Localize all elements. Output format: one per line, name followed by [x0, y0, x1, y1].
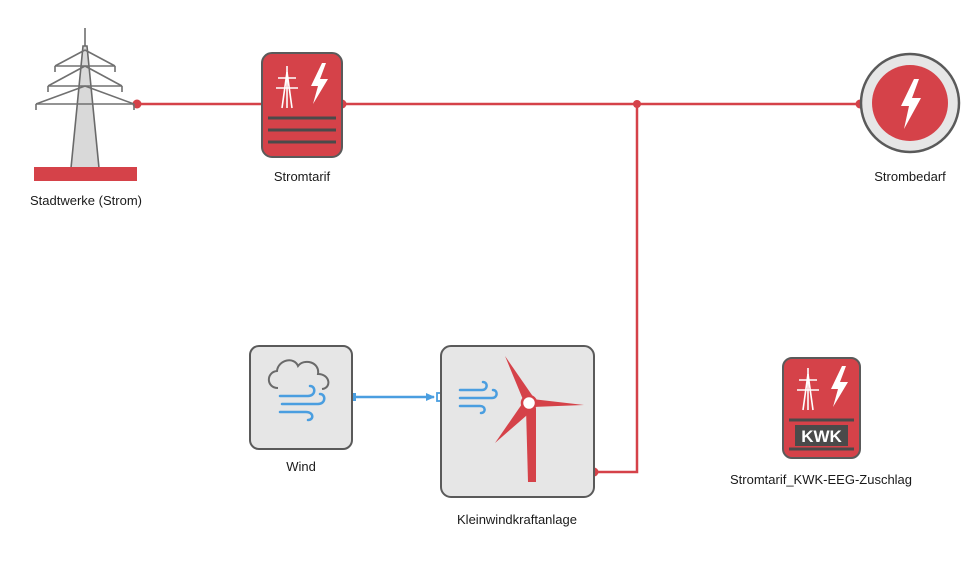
power-pylon-icon [35, 28, 135, 169]
cloud-wind-icon [267, 359, 330, 422]
node-stromtarif[interactable] [261, 52, 343, 158]
label-kleinwind: Kleinwindkraftanlage [457, 512, 577, 527]
label-stromtarif: Stromtarif [273, 169, 331, 184]
node-kwk-tarif[interactable]: KWK [782, 357, 861, 459]
label-kwk-tarif: Stromtarif_KWK-EEG-Zuschlag [729, 472, 913, 487]
wind-turbine-icon [495, 356, 584, 482]
node-stadtwerke[interactable] [34, 28, 137, 181]
node-wind[interactable] [249, 345, 353, 450]
wind-arrows-icon [458, 380, 498, 415]
label-strombedarf: Strombedarf [874, 169, 946, 184]
ground-bar [34, 167, 137, 181]
node-kleinwind[interactable] [440, 345, 595, 498]
kwk-badge: KWK [801, 427, 842, 446]
kwk-tariff-icon: KWK [789, 366, 854, 451]
label-wind: Wind [286, 459, 316, 474]
junction-dot [633, 100, 641, 108]
label-stadtwerke: Stadtwerke (Strom) [30, 193, 142, 208]
wind-connection [348, 392, 446, 402]
tariff-icon [268, 63, 336, 144]
connection-kleinwind-bus[interactable] [594, 104, 639, 474]
node-strombedarf[interactable] [859, 52, 961, 154]
lightning-demand-icon [901, 79, 921, 129]
